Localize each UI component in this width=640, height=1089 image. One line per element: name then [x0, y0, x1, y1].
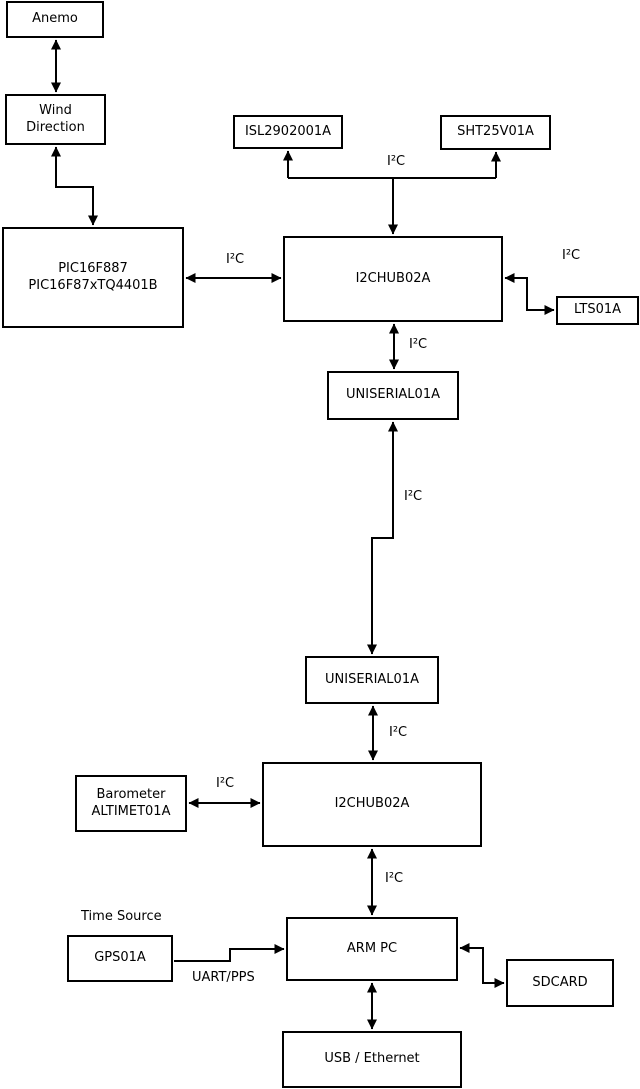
label-time-source: Time Source [81, 909, 162, 924]
box-lts01a-label: LTS01A [573, 302, 622, 318]
connector-winddirection-pic [51, 146, 98, 226]
label-i2c-pic-hub1: I²C [226, 252, 245, 267]
box-isl2902001a: ISL2902001A [233, 115, 343, 149]
label-i2c-uniserial2-hub2: I²C [389, 725, 408, 740]
box-barometer-altimet01a-label: Barometer ALTIMET01A [91, 786, 171, 819]
box-sdcard: SDCARD [506, 959, 614, 1007]
connector-uniserial1-uniserial2 [367, 421, 398, 655]
box-usb-ethernet-label: USB / Ethernet [324, 1051, 420, 1067]
box-gps01a: GPS01A [67, 935, 173, 982]
box-i2chub02a-upper-label: I2CHUB02A [355, 270, 431, 286]
connector-armpc-sdcard [459, 943, 505, 988]
box-arm-pc: ARM PC [286, 917, 458, 981]
box-sht25v01a-label: SHT25V01A [457, 124, 534, 140]
label-i2c-hub1-lts: I²C [562, 248, 581, 263]
box-isl2902001a-label: ISL2902001A [244, 123, 332, 139]
box-pic16f887-label: PIC16F887 PIC16F87xTQ4401B [28, 260, 158, 293]
box-sht25v01a: SHT25V01A [440, 115, 551, 150]
box-uniserial01a-upper: UNISERIAL01A [327, 371, 459, 420]
box-wind-direction-label: Wind Direction [26, 102, 85, 135]
box-lts01a: LTS01A [556, 296, 639, 325]
box-sdcard-label: SDCARD [532, 974, 588, 990]
label-i2c-hub2-armpc: I²C [385, 871, 404, 886]
label-i2c-barometer-hub2: I²C [216, 776, 235, 791]
box-pic16f887: PIC16F887 PIC16F87xTQ4401B [2, 227, 184, 328]
box-uniserial01a-lower: UNISERIAL01A [305, 656, 439, 704]
box-gps01a-label: GPS01A [94, 950, 146, 966]
box-i2chub02a-upper: I2CHUB02A [283, 236, 503, 322]
box-barometer-altimet01a: Barometer ALTIMET01A [75, 775, 187, 832]
box-uniserial01a-lower-label: UNISERIAL01A [325, 671, 419, 687]
label-i2c-hub1-uniserial1: I²C [409, 337, 428, 352]
box-anemo-label: Anemo [32, 11, 78, 27]
box-arm-pc-label: ARM PC [346, 940, 398, 956]
label-i2c-uniserial-link: I²C [404, 489, 423, 504]
box-uniserial01a-upper-label: UNISERIAL01A [346, 387, 440, 403]
connector-hub1-lts [504, 273, 555, 315]
box-usb-ethernet: USB / Ethernet [282, 1031, 462, 1088]
label-uart-pps: UART/PPS [192, 970, 255, 985]
box-anemo: Anemo [6, 1, 104, 38]
box-wind-direction: Wind Direction [5, 94, 106, 145]
box-i2chub02a-lower-label: I2CHUB02A [334, 796, 410, 812]
label-i2c-sensors: I²C [387, 154, 406, 169]
connector-gps-armpc [174, 944, 285, 962]
box-i2chub02a-lower: I2CHUB02A [262, 762, 482, 847]
